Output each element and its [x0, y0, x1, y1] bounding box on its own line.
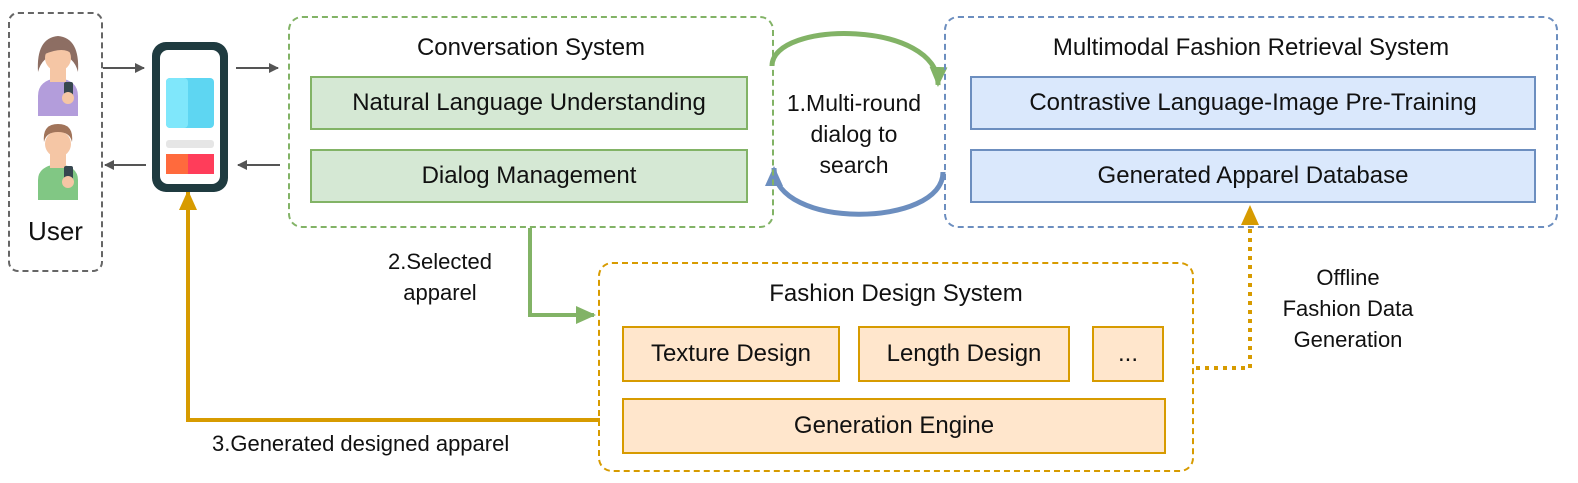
male-user-icon [38, 124, 78, 200]
generated-apparel-arrow [179, 190, 600, 422]
retrieval-system-box: Multimodal Fashion Retrieval System Cont… [944, 16, 1558, 228]
generation-engine-module: Generation Engine [622, 398, 1166, 454]
dialog-management-module: Dialog Management [310, 149, 748, 203]
conversation-system-title: Conversation System [416, 34, 646, 61]
more-design-module: ... [1092, 326, 1164, 382]
clip-module: Contrastive Language-Image Pre-Training [970, 76, 1536, 130]
offline-generation-label: Offline Fashion Data Generation [1282, 265, 1414, 352]
conversation-to-retrieval-arrow [769, 31, 948, 87]
conversation-system-box: Conversation System Natural Language Und… [288, 16, 774, 228]
retrieval-system-title: Multimodal Fashion Retrieval System [1052, 34, 1450, 61]
selected-apparel-arrow [528, 228, 596, 324]
offline-generation-arrow [1196, 205, 1259, 370]
generated-apparel-label: 3.Generated designed apparel [212, 431, 510, 456]
apparel-database-module: Generated Apparel Database [970, 149, 1536, 203]
length-design-module: Length Design [858, 326, 1070, 382]
retrieval-to-conversation-arrow [765, 166, 946, 217]
user-label: User [28, 216, 83, 246]
texture-design-module: Texture Design [622, 326, 840, 382]
design-system-box: Fashion Design System Texture Design Len… [598, 262, 1194, 472]
nlu-module: Natural Language Understanding [310, 76, 748, 130]
female-user-icon [37, 36, 79, 116]
user-box: User [8, 12, 103, 272]
selected-apparel-label: 2.Selected apparel [388, 249, 492, 305]
search-dialog-label: 1.Multi-round dialog to search [786, 90, 922, 178]
smartphone-icon [152, 42, 228, 192]
design-system-title: Fashion Design System [769, 280, 1023, 307]
